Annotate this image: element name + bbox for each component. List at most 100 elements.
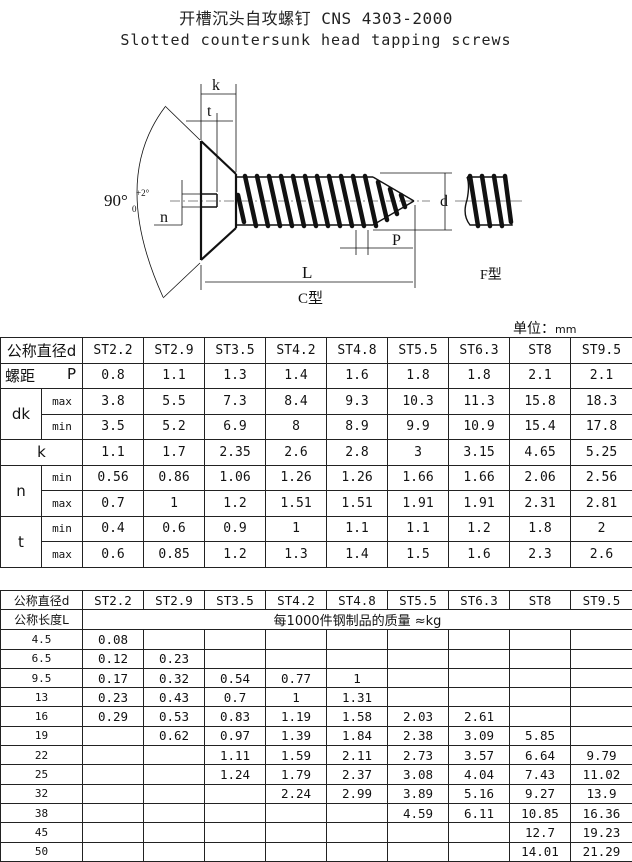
mass-cell: 2.38 [388, 726, 449, 745]
mass-cell [205, 630, 266, 649]
mass-cell [205, 649, 266, 668]
mass-cell [571, 649, 632, 668]
mass-cell: 1.79 [266, 765, 327, 784]
mass-cell: 2.61 [449, 707, 510, 726]
mass-cell [266, 803, 327, 822]
d-label: d [440, 193, 448, 210]
mass-cell [144, 823, 205, 842]
mass-cell: 2.37 [327, 765, 388, 784]
mass-cell: 0.29 [83, 707, 144, 726]
n-label: n [160, 209, 168, 226]
mass-cell: 0.62 [144, 726, 205, 745]
length-cell: 4.5 [1, 630, 83, 649]
length-cell: 9.5 [1, 668, 83, 687]
screw-head [201, 141, 236, 260]
mass-cell: 1.58 [327, 707, 388, 726]
length-cell: 25 [1, 765, 83, 784]
mass-cell: 1.24 [205, 765, 266, 784]
length-cell: 22 [1, 746, 83, 765]
mass-cell: 6.64 [510, 746, 571, 765]
length-cell: 38 [1, 803, 83, 822]
mass-cell [205, 823, 266, 842]
mass-cell: 4.59 [388, 803, 449, 822]
mass-cell [510, 630, 571, 649]
mass-cell: 1.39 [266, 726, 327, 745]
k-label: k [1, 440, 83, 466]
mass-caption: 每1000件钢制品的质量 ≈kg [83, 610, 632, 630]
mass-cell: 0.53 [144, 707, 205, 726]
mass-cell: 16.36 [571, 803, 632, 822]
mass-cell [266, 649, 327, 668]
mass-cell: 0.97 [205, 726, 266, 745]
mass-cell [449, 688, 510, 707]
mass-cell [571, 726, 632, 745]
mass-cell: 3.57 [449, 746, 510, 765]
mass-cell [83, 823, 144, 842]
mass-cell [266, 823, 327, 842]
t-label: t [207, 103, 212, 120]
mass-cell [83, 765, 144, 784]
nominal-diameter-label: 公称直径d [1, 338, 83, 364]
mass-cell: 3.89 [388, 784, 449, 803]
mass-cell [205, 803, 266, 822]
mass-cell [83, 746, 144, 765]
mass-cell: 0.83 [205, 707, 266, 726]
mass-cell [144, 746, 205, 765]
mass-cell: 0.12 [83, 649, 144, 668]
mass-cell [388, 842, 449, 861]
unit-label: 单位：mm [513, 318, 576, 338]
mass-cell: 12.7 [510, 823, 571, 842]
mass-cell [449, 649, 510, 668]
mass-cell [144, 803, 205, 822]
mass-cell [388, 688, 449, 707]
mass-cell [144, 630, 205, 649]
mass-cell [266, 842, 327, 861]
mass-cell: 1.59 [266, 746, 327, 765]
length-cell: 45 [1, 823, 83, 842]
length-cell: 50 [1, 842, 83, 861]
k-label: k [212, 77, 220, 94]
mass-cell: 1.84 [327, 726, 388, 745]
mass-cell [266, 630, 327, 649]
mass-cell [449, 823, 510, 842]
mass-cell: 2.11 [327, 746, 388, 765]
mass-cell [449, 630, 510, 649]
mass-cell [327, 649, 388, 668]
mass-cell [388, 668, 449, 687]
mass-cell: 0.23 [83, 688, 144, 707]
mass-cell [83, 726, 144, 745]
mass-cell [449, 842, 510, 861]
mass-cell: 2.73 [388, 746, 449, 765]
mass-cell: 1 [266, 688, 327, 707]
mass-cell: 10.85 [510, 803, 571, 822]
mass-cell: 0.08 [83, 630, 144, 649]
mass-cell: 21.29 [571, 842, 632, 861]
mass-cell [144, 842, 205, 861]
mass-cell [144, 784, 205, 803]
svg-text:0: 0 [132, 204, 137, 214]
mass-cell: 1.11 [205, 746, 266, 765]
mass-cell: 14.01 [510, 842, 571, 861]
mass-cell [388, 630, 449, 649]
type-f-label: F型 [480, 267, 502, 283]
length-cell: 13 [1, 688, 83, 707]
angle-label: 90° [104, 191, 128, 210]
mass-cell: 9.27 [510, 784, 571, 803]
mass-cell [83, 842, 144, 861]
angle-dimension [137, 106, 200, 298]
mass-cell: 5.85 [510, 726, 571, 745]
mass-cell: 0.77 [266, 668, 327, 687]
dk-label: dk [1, 389, 42, 440]
type-c-label: C型 [298, 290, 323, 307]
mass-cell: 2.24 [266, 784, 327, 803]
